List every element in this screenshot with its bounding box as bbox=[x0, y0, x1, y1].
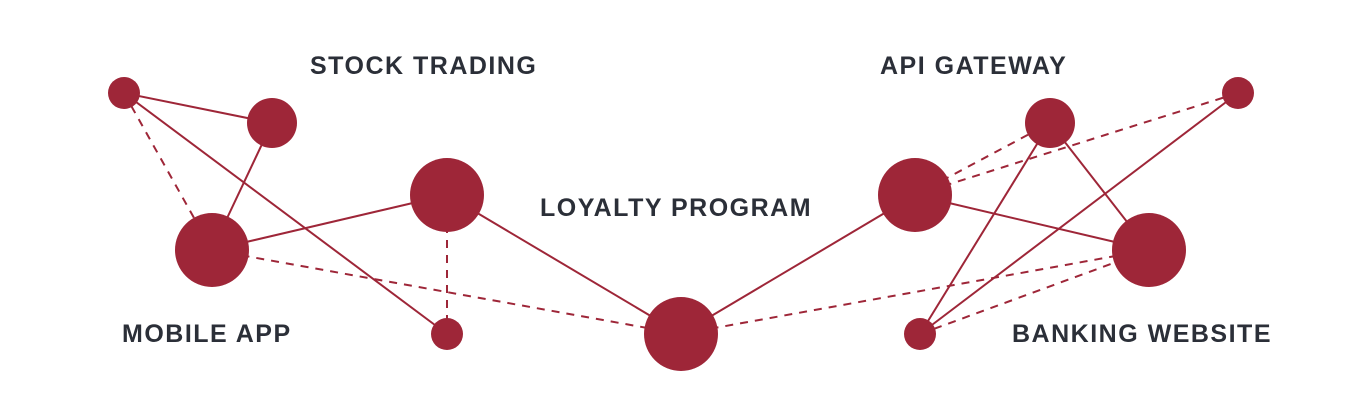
node-n11 bbox=[904, 318, 936, 350]
edge-n11-n10 bbox=[919, 249, 1150, 335]
node-n3 bbox=[175, 213, 249, 287]
edge-n1-n2 bbox=[123, 92, 273, 124]
edge-n6-n10 bbox=[680, 249, 1150, 335]
edge-n6-n7 bbox=[680, 194, 916, 335]
nodes-layer bbox=[108, 77, 1254, 371]
label-api-gateway: API GATEWAY bbox=[880, 52, 1068, 80]
edge-n4-n6 bbox=[446, 194, 682, 335]
label-loyalty-program: LOYALTY PROGRAM bbox=[540, 194, 813, 222]
node-n5 bbox=[431, 318, 463, 350]
edge-n7-n8 bbox=[914, 122, 1051, 196]
edge-n3-n6 bbox=[211, 249, 682, 335]
edge-n11-n9 bbox=[919, 92, 1239, 335]
label-stock-trading: STOCK TRADING bbox=[310, 52, 538, 80]
node-n9 bbox=[1222, 77, 1254, 109]
node-n6 bbox=[644, 297, 718, 371]
node-n7 bbox=[878, 158, 952, 232]
edge-n3-n4 bbox=[211, 194, 448, 251]
edge-n1-n5 bbox=[123, 92, 448, 335]
node-n8 bbox=[1025, 98, 1075, 148]
edge-n8-n11 bbox=[919, 122, 1051, 335]
edge-n7-n10 bbox=[914, 194, 1150, 251]
node-n2 bbox=[247, 98, 297, 148]
node-n4 bbox=[410, 158, 484, 232]
edge-n7-n9 bbox=[914, 92, 1239, 196]
label-mobile-app: MOBILE APP bbox=[122, 320, 292, 348]
node-n1 bbox=[108, 77, 140, 109]
node-n10 bbox=[1112, 213, 1186, 287]
label-banking-website: BANKING WEBSITE bbox=[1012, 320, 1272, 348]
